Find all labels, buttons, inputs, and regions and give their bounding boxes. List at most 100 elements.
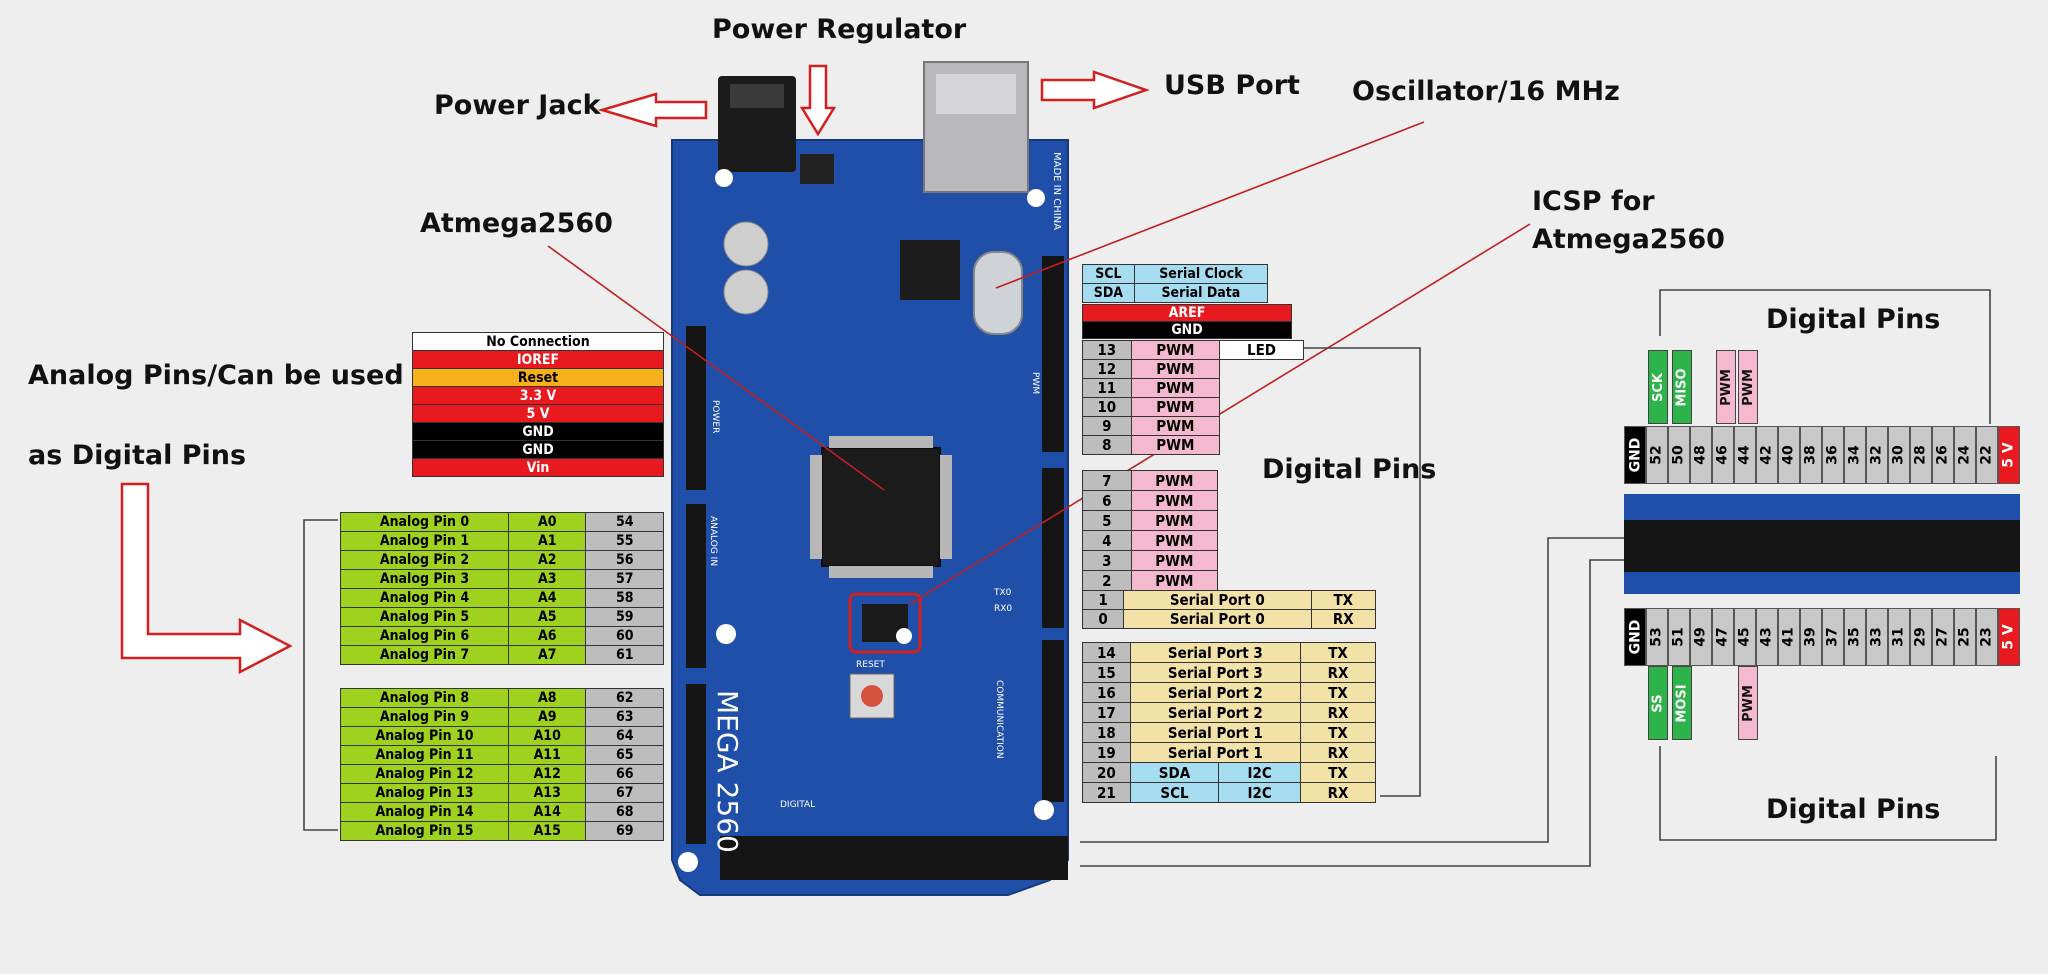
header-pin-label: 34 — [1846, 445, 1863, 465]
mcu-chip — [821, 447, 941, 567]
board-made-in-text: MADE IN CHINA — [1051, 152, 1062, 231]
header-pin: 33 — [1866, 608, 1888, 666]
analog-pin-number: 58 — [585, 588, 664, 608]
pwm-pin-number: 6 — [1082, 490, 1132, 511]
header-pin: 51 — [1668, 608, 1690, 666]
table-row: GND — [1082, 321, 1292, 339]
power-jack-arrow — [597, 92, 708, 128]
header-pin-label: 31 — [1890, 627, 1907, 647]
special-pin-tag: MOSI — [1672, 666, 1692, 740]
analog-label-line1: Analog Pins/Can be used — [28, 360, 404, 391]
arduino-board — [671, 61, 1069, 896]
analog-pin-number: 54 — [585, 512, 664, 532]
power-regulator-label: Power Regulator — [712, 14, 967, 45]
pwm-pin-func: PWM — [1130, 435, 1221, 455]
analog-pin-id: A5 — [507, 607, 587, 627]
header-pin-label: GND — [1627, 437, 1643, 473]
comm-pin-number: 16 — [1082, 682, 1131, 703]
board-communication-text: COMMUNICATION — [994, 680, 1004, 759]
analog-label-line2: as Digital Pins — [28, 440, 247, 471]
pwm-pin-number: 12 — [1082, 359, 1132, 379]
header-pin: 41 — [1778, 608, 1800, 666]
usb-port-arrow — [1040, 70, 1150, 110]
header-pin: 53 — [1646, 608, 1668, 666]
analog-pin-id: A8 — [507, 688, 587, 708]
comm-pin-number: 20 — [1082, 762, 1131, 783]
bottom-connector-line-2 — [1080, 559, 1624, 867]
comm-pin-bus: I2C — [1218, 782, 1302, 803]
special-pin-label: PWM — [1740, 684, 1756, 722]
analog-pin-number: 64 — [585, 726, 664, 746]
pwm-pin-func: PWM — [1130, 359, 1221, 379]
analog-pin-number: 56 — [585, 550, 664, 570]
header-pin-label: 46 — [1714, 445, 1731, 465]
header-pin-label: 22 — [1978, 445, 1995, 465]
icsp-header — [848, 592, 922, 654]
header-pin-label: 36 — [1824, 445, 1841, 465]
icsp-leader — [909, 223, 1531, 605]
special-pin-tag: PWM — [1738, 666, 1758, 740]
analog-pin-name: Analog Pin 9 — [340, 707, 509, 727]
header-pin: 49 — [1690, 608, 1712, 666]
special-pin-label: SS — [1650, 693, 1666, 713]
serial-pin-dir: TX — [1310, 590, 1377, 610]
comm-pin-name: Serial Port 3 — [1129, 662, 1302, 683]
comm-pin-name: SCL — [1129, 782, 1220, 803]
analog-pin-id: A10 — [507, 726, 587, 746]
analog-pin-name: Analog Pin 14 — [340, 802, 509, 822]
digital-mid-bracket — [1302, 347, 1421, 797]
atmega-label: Atmega2560 — [420, 208, 613, 239]
header-pin: GND — [1624, 608, 1646, 666]
analog-arrow — [120, 482, 293, 675]
header-pin: 45 — [1734, 608, 1756, 666]
bottom-double-header — [720, 836, 1068, 880]
atmega-leader — [547, 245, 885, 491]
analog-pin-name: Analog Pin 11 — [340, 745, 509, 765]
special-pin-label: PWM — [1718, 368, 1734, 406]
pwm-pin-func: PWM — [1130, 570, 1219, 591]
aref-gnd-label: GND — [1082, 321, 1292, 339]
pwm-pin-func: PWM — [1130, 510, 1219, 531]
analog-header-strip-1 — [686, 504, 706, 668]
analog-pin-number: 66 — [585, 764, 664, 784]
pwm-pin-number: 4 — [1082, 530, 1132, 551]
power-pin-label: 3.3 V — [412, 386, 664, 405]
comm-pin-dir: RX — [1300, 702, 1376, 723]
header-pin-label: 23 — [1978, 627, 1995, 647]
analog-pin-name: Analog Pin 7 — [340, 645, 509, 665]
aref-gnd-label: AREF — [1082, 304, 1292, 322]
special-pin-tag: MISO — [1672, 350, 1692, 424]
header-pin: 23 — [1976, 608, 1998, 666]
header-pin-label: 24 — [1956, 445, 1973, 465]
comm-pin-name: SDA — [1129, 762, 1220, 783]
pwm-pin-func: PWM — [1130, 470, 1219, 491]
detail-header-photo — [1624, 494, 2020, 594]
analog-pin-number: 59 — [585, 607, 664, 627]
table-row: No Connection — [412, 332, 664, 351]
analog-pin-name: Analog Pin 13 — [340, 783, 509, 803]
power-pin-label: GND — [412, 440, 664, 459]
comm-pin-number: 17 — [1082, 702, 1131, 723]
comm-pin-number: 15 — [1082, 662, 1131, 683]
comm-pin-number: 18 — [1082, 722, 1131, 743]
analog-pin-id: A2 — [507, 550, 587, 570]
header-pin-label: GND — [1627, 619, 1643, 655]
serial-pin-dir: RX — [1310, 609, 1377, 629]
special-pin-label: SCK — [1650, 372, 1666, 402]
serial-pin-number: 1 — [1081, 590, 1125, 610]
